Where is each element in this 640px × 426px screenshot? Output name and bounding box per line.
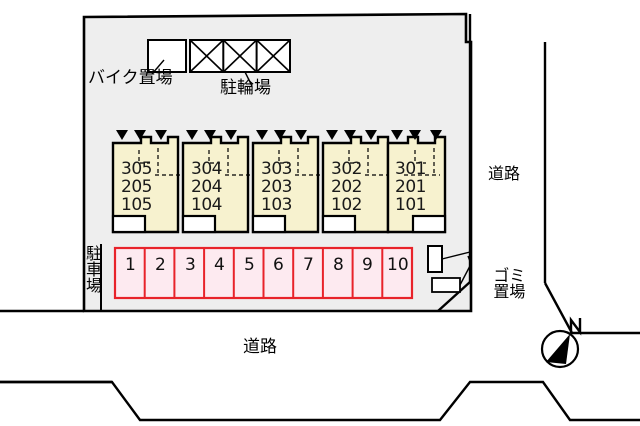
unit-number: 305: [121, 159, 152, 179]
unit-number: 302: [331, 159, 362, 179]
building-block-305: [111, 135, 182, 234]
parking-stall-number: 6: [273, 255, 284, 275]
unit-number: 304: [191, 159, 222, 179]
label-car-parking: 駐車場: [83, 245, 102, 293]
road-bottom-south-edge: [0, 380, 640, 422]
parking-stall-number: 5: [244, 255, 255, 275]
building-block-303: [251, 135, 322, 234]
building-block-301: [386, 135, 447, 234]
unit-number: 102: [331, 195, 362, 215]
parking-stall-number: 10: [387, 255, 409, 275]
unit-number: 105: [121, 195, 152, 215]
bike-storage-box: [147, 39, 187, 73]
unit-number: 303: [261, 159, 292, 179]
road-junction-ne-splay: [543, 282, 640, 335]
parking-stall-number: 7: [303, 255, 314, 275]
unit-number: 205: [121, 177, 152, 197]
parking-stall-number: 1: [125, 255, 136, 275]
unit-number: 101: [395, 195, 426, 215]
unit-number: 103: [261, 195, 292, 215]
unit-number: 202: [331, 177, 362, 197]
parking-stall-number: 3: [185, 255, 196, 275]
label-road-right: 道路: [488, 164, 521, 183]
road-junction-nw-splay: [437, 281, 471, 312]
unit-number: 204: [191, 177, 222, 197]
building-block-302: [321, 135, 392, 234]
label-bike-storage: バイク置場: [88, 68, 173, 88]
parking-stall-number: 9: [362, 255, 373, 275]
parking-stall-number: 8: [333, 255, 344, 275]
parking-stalls: [113, 246, 414, 300]
building-blocks: [111, 135, 447, 234]
label-garbage-area-text: ゴミ置場: [493, 265, 526, 302]
building-block-304: [181, 135, 252, 234]
bicycle-parking-leader: [244, 71, 253, 87]
unit-number: 203: [261, 177, 292, 197]
bicycle-parking-rack: [189, 39, 291, 73]
parking-stall-number: 4: [214, 255, 225, 275]
unit-number: 301: [395, 159, 426, 179]
balcony-markers: [116, 130, 442, 140]
unit-number: 201: [395, 177, 426, 197]
parking-stall-number: 2: [155, 255, 166, 275]
bike-storage-leader: [151, 59, 165, 75]
garbage-area-boxes: [427, 245, 472, 293]
label-garbage-area: ゴミ置場: [473, 251, 527, 318]
unit-number: 104: [191, 195, 222, 215]
label-road-bottom: 道路: [243, 337, 277, 357]
compass-rose: [540, 316, 582, 369]
label-bicycle-parking: 駐輪場: [220, 78, 271, 98]
